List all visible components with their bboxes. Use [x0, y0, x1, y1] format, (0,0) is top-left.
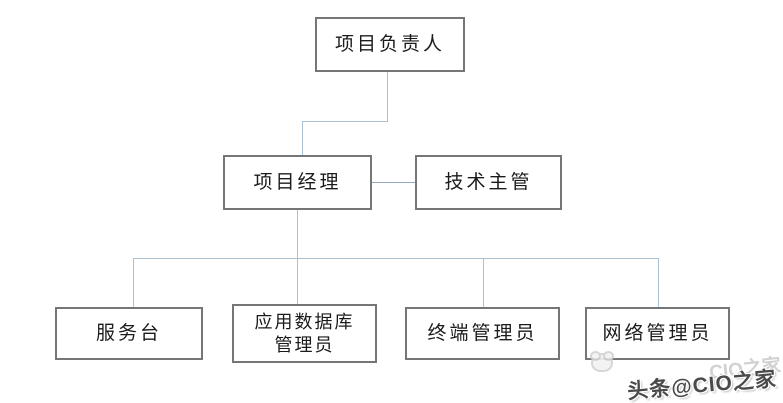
node-app-db-admin: 应用数据库 管理员: [232, 304, 377, 363]
connector-drop-service-desk: [133, 258, 134, 307]
connector-leader-to-manager: [302, 121, 303, 155]
node-project-manager: 项目经理: [223, 155, 372, 210]
connector-drop-terminal-admin: [483, 258, 484, 307]
connector-drop-app-db-admin: [297, 258, 298, 304]
connector-drop-network-admin: [658, 258, 659, 307]
node-tech-supervisor: 技术主管: [415, 155, 562, 210]
connector-manager-riser: [297, 210, 298, 258]
connector-leader-elbow: [302, 121, 388, 122]
connector-bus: [133, 258, 658, 259]
node-network-admin: 网络管理员: [585, 307, 730, 360]
watermark-text: 头条@CIO之家: [626, 367, 778, 403]
connector-manager-to-tech: [372, 182, 415, 183]
node-project-leader: 项目负责人: [315, 17, 465, 72]
connector-leader-drop: [387, 72, 388, 121]
node-terminal-admin: 终端管理员: [405, 307, 560, 360]
node-service-desk: 服务台: [55, 307, 203, 360]
